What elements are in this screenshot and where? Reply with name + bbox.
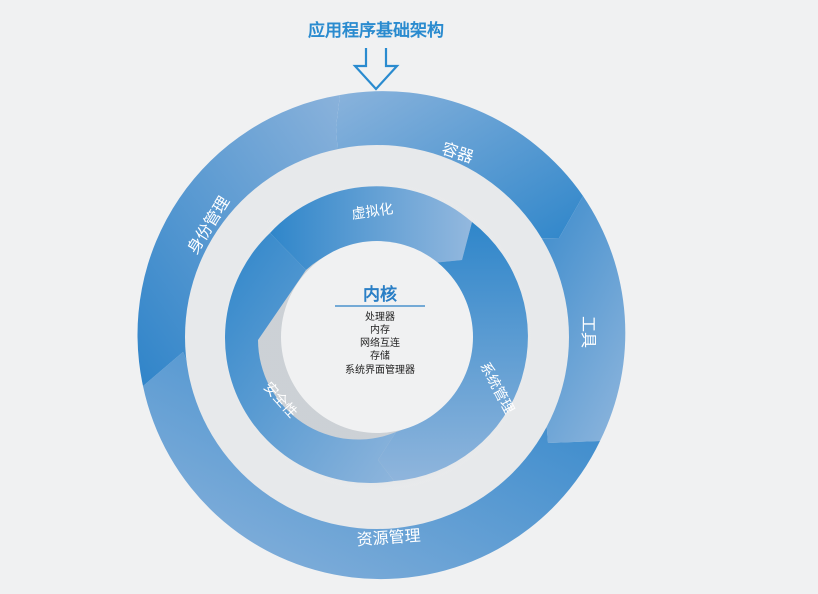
core-item: 内存 [370,323,390,336]
outer-segment-resource [143,352,600,580]
core-title: 内核 [363,284,397,305]
inner-segment-sysmgmt [378,222,528,481]
core-item: 存储 [370,349,390,362]
diagram-title: 应用程序基础架构 [308,20,444,41]
inner-ring [225,186,528,484]
core-circle [281,241,473,433]
arrow-down-icon [352,48,400,91]
core-item: 系统界面管理器 [345,363,415,376]
core-item: 网络互连 [360,336,400,349]
outer-label-tools: 工具 [579,316,598,348]
outer-label-resource: 资源管理 [356,526,421,549]
inner-label-virtualization: 虚拟化 [351,201,395,223]
core-item: 处理器 [365,311,395,323]
inner-segment-virtualization [270,186,472,270]
inner-segment-security [225,233,396,484]
